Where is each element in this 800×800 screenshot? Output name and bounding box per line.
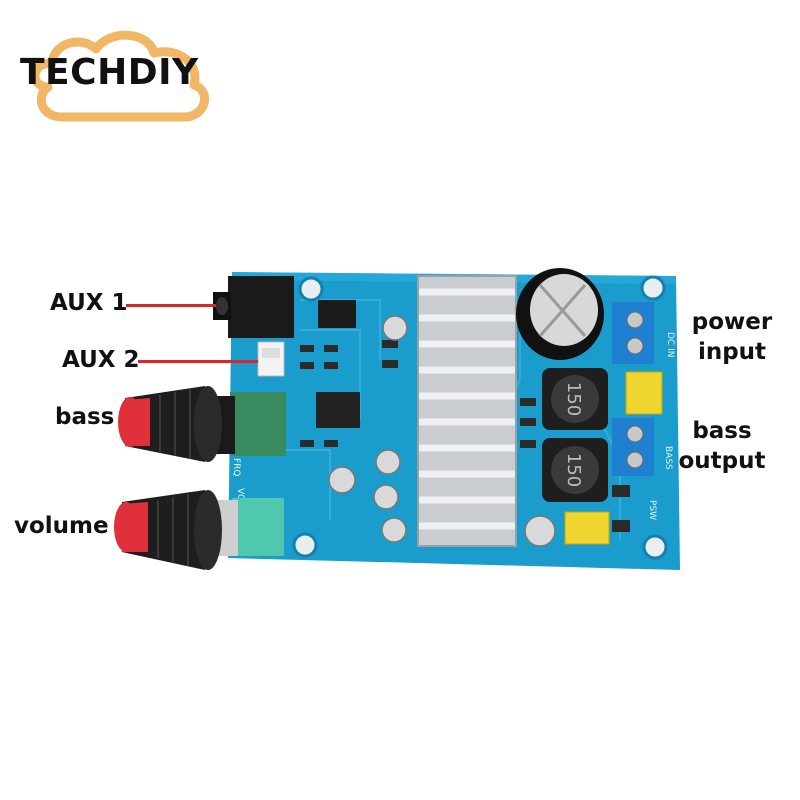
vol-marking: VOL	[235, 488, 245, 506]
bass-output-line1: bass	[692, 418, 752, 444]
volume-knob	[114, 490, 284, 570]
heatsink	[417, 275, 517, 547]
aux2-connector	[257, 341, 285, 377]
aux1-label: AUX 1	[50, 290, 128, 316]
power-input-line1: power	[691, 309, 773, 335]
inductor-2-marking: 150	[563, 453, 584, 487]
power-input-label: power input	[682, 307, 782, 367]
ic-chip	[318, 300, 356, 328]
dc-in-marking: DC IN	[665, 332, 675, 357]
aux1-pointer-line	[126, 304, 216, 307]
power-terminal	[612, 302, 654, 364]
small-capacitors	[328, 315, 556, 547]
power-input-line2: input	[697, 339, 767, 365]
bass-output-line2: output	[678, 448, 766, 474]
techdiy-logo	[30, 30, 209, 122]
bass-label: bass	[55, 404, 115, 430]
psw-marking: PSW	[647, 500, 657, 520]
mounting-holes	[292, 275, 668, 560]
inductor-2: 150	[542, 438, 608, 502]
aux1-jack	[213, 276, 294, 338]
brand-name: TECHDIY	[20, 52, 199, 93]
large-capacitor	[516, 268, 604, 360]
bass-terminal-marking: BASS	[663, 446, 673, 470]
bass-knob	[118, 386, 286, 462]
bass-output-terminal	[612, 418, 654, 476]
inductor-1: 150	[542, 368, 608, 430]
film-capacitor-2	[564, 511, 610, 545]
logo-cloud-shape	[30, 30, 209, 122]
inductor-1-marking: 150	[563, 382, 584, 416]
film-capacitor-1	[625, 371, 663, 415]
volume-label: volume	[14, 513, 109, 539]
frq-marking: FRQ	[231, 458, 241, 477]
aux2-label: AUX 2	[62, 347, 140, 373]
bass-output-label: bass output	[672, 416, 772, 476]
aux2-pointer-line	[138, 360, 258, 363]
